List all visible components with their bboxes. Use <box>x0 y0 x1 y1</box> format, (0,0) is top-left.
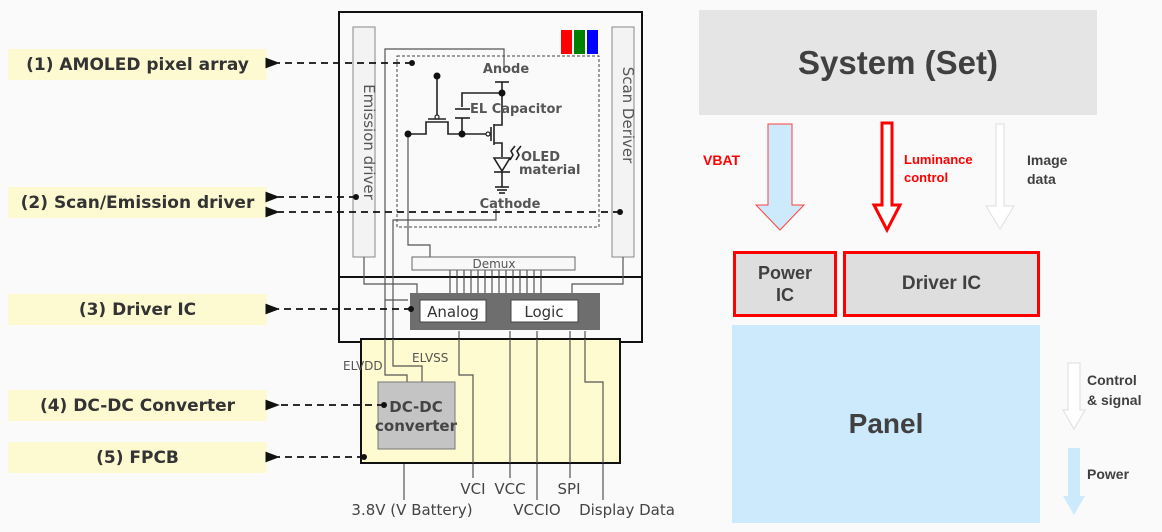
pin-vccio-label: VCCIO <box>513 501 560 519</box>
image-data-line2: data <box>1027 171 1056 187</box>
legend-power: Power <box>1087 466 1130 482</box>
demux-lines <box>449 270 542 293</box>
dcdc-label-line2: converter <box>375 417 458 435</box>
green-subpixel <box>574 30 585 54</box>
oled-label-line2: material <box>519 163 580 178</box>
panel-frame <box>338 11 643 278</box>
pixel-boundary <box>396 55 600 228</box>
panel-label: Panel <box>848 408 924 439</box>
image-data-line1: Image <box>1027 152 1068 168</box>
vbat-arrow <box>754 123 806 231</box>
emission-driver-label: Emission driver <box>360 84 378 200</box>
pin-vcc-label: VCC <box>494 480 525 498</box>
pixel-circuit <box>408 76 522 194</box>
pin-display-data-label: Display Data <box>579 501 675 519</box>
analog-block <box>419 299 487 323</box>
driver-ic-system-block: Driver IC <box>843 251 1040 317</box>
image-data-label: Image data <box>1027 151 1067 189</box>
dcdc-converter-block <box>377 381 456 450</box>
label-driver-ic: (3) Driver IC <box>8 294 267 325</box>
demux-block <box>411 256 576 271</box>
label-fpcb: (5) FPCB <box>8 442 267 473</box>
legend-control-line2: & signal <box>1087 392 1142 408</box>
pin-vci-label: VCI <box>460 480 485 498</box>
elvdd-label: ELVDD <box>343 359 383 373</box>
power-ic-line1: Power <box>757 263 813 283</box>
logic-block <box>510 299 579 323</box>
anode-label: Anode <box>483 62 530 77</box>
legend-control-arrow-icon <box>1061 362 1087 431</box>
legend-control-signal: Control & signal <box>1087 370 1141 410</box>
driver-ic-system-label: Driver IC <box>901 273 982 294</box>
legend-power-arrow-icon <box>1063 448 1085 515</box>
red-subpixel <box>561 30 572 54</box>
legend-control-line1: Control <box>1087 372 1137 388</box>
luminance-control-label: Luminance control <box>904 151 973 187</box>
amoled-module-schematic: Emission driver Scan Deriver Demux <box>265 11 675 519</box>
label-amoled-pixel-array: (1) AMOLED pixel array <box>8 49 267 80</box>
image-data-arrow <box>984 123 1016 231</box>
pin-spi-label: SPI <box>558 480 581 498</box>
label-dcdc-converter: (4) DC-DC Converter <box>8 390 267 421</box>
luminance-line1: Luminance <box>904 152 973 167</box>
system-set-block: System (Set) <box>699 10 1097 115</box>
demux-label: Demux <box>472 257 515 271</box>
label-scan-emission-driver: (2) Scan/Emission driver <box>8 187 267 218</box>
blue-subpixel <box>587 30 598 54</box>
logic-label: Logic <box>524 303 563 321</box>
luminance-line2: control <box>904 170 949 185</box>
cathode-label: Cathode <box>480 197 541 212</box>
luminance-control-arrow <box>871 121 903 234</box>
oled-label-line1: OLED <box>521 150 560 165</box>
vbat-label: VBAT <box>703 152 741 168</box>
dcdc-label-line1: DC-DC <box>389 398 443 416</box>
analog-label: Analog <box>427 303 479 321</box>
el-capacitor-label: EL Capacitor <box>470 102 562 117</box>
elvss-label: ELVSS <box>412 351 448 365</box>
pin-battery-label: 3.8V (V Battery) <box>351 501 472 519</box>
power-ic-block: Power IC <box>733 251 837 317</box>
scan-driver-label: Scan Deriver <box>619 67 637 164</box>
panel-block: Panel <box>732 325 1040 523</box>
system-set-label: System (Set) <box>798 43 998 81</box>
power-ic-line2: IC <box>776 285 794 305</box>
